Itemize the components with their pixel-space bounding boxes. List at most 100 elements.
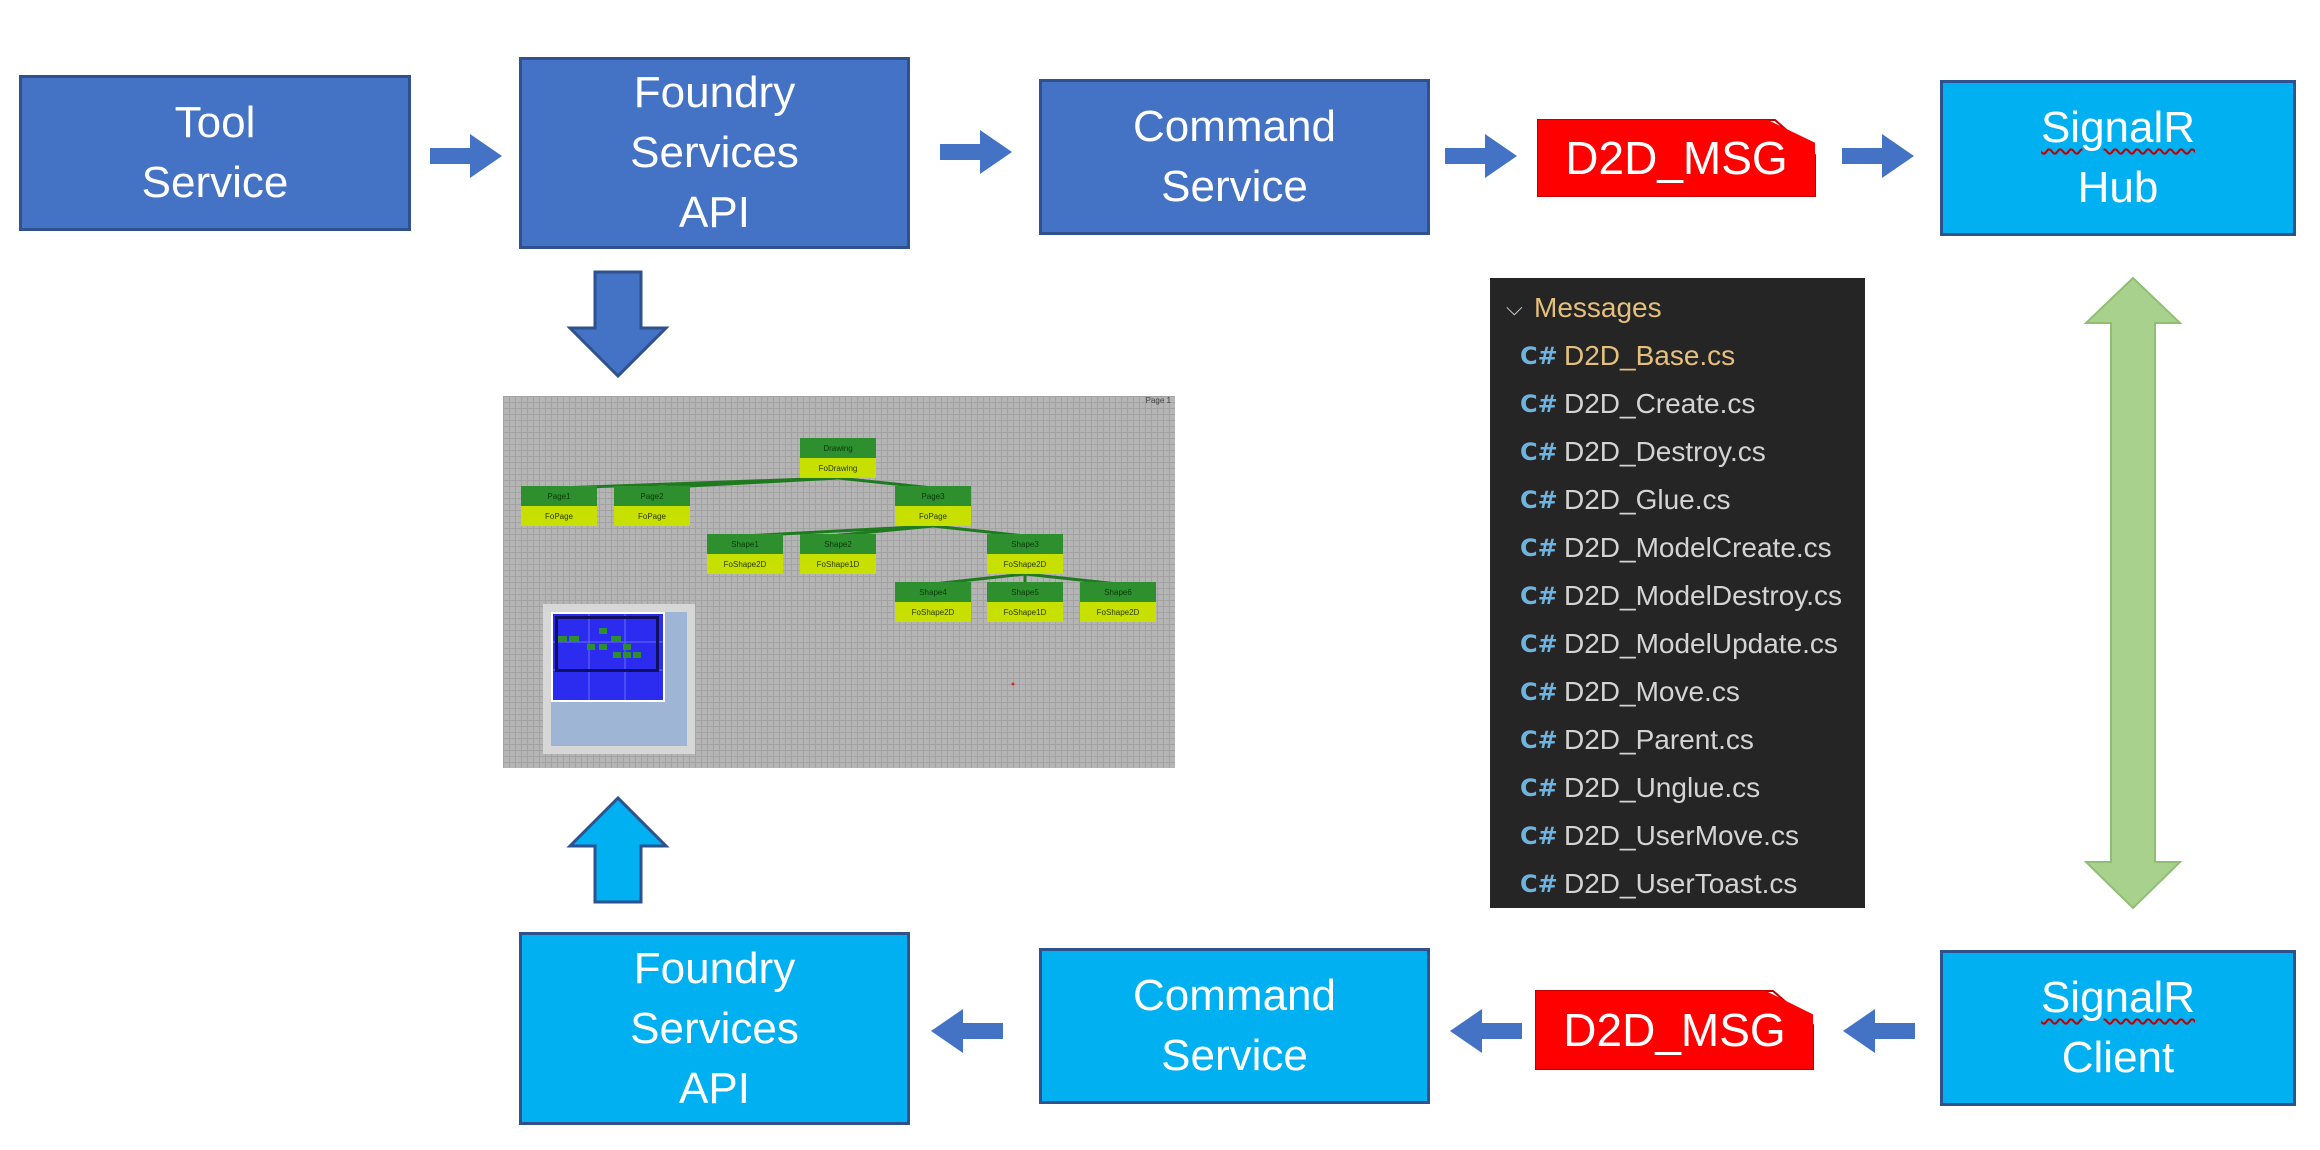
file-item[interactable]: C#D2D_Destroy.cs	[1490, 428, 1865, 476]
d2d-msg-top-label: D2D_MSG	[1565, 132, 1788, 184]
node-shape2-type: FoShape1D	[800, 554, 876, 574]
file-name: D2D_ModelDestroy.cs	[1564, 580, 1843, 611]
command-service-bottom-line2: Service	[1161, 1031, 1308, 1080]
node-page3-title: Page3	[895, 486, 971, 506]
file-item[interactable]: C#D2D_Create.cs	[1490, 380, 1865, 428]
file-name: D2D_Base.cs	[1564, 340, 1736, 371]
node-shape5-type: FoShape1D	[987, 602, 1063, 622]
foundry-api-line2: Services	[630, 128, 799, 177]
file-name: D2D_Destroy.cs	[1564, 436, 1766, 467]
node-shape3-title: Shape3	[987, 534, 1063, 554]
foundry-api-line1: Foundry	[633, 68, 796, 117]
command-service-line2: Service	[1161, 162, 1308, 211]
command-service-line1: Command	[1133, 102, 1336, 151]
foundry-api-box-top: Foundry Services API	[519, 57, 910, 249]
node-shape3: Shape3 FoShape2D	[987, 534, 1063, 574]
file-item[interactable]: C#D2D_Base.cs	[1490, 332, 1865, 380]
node-page1-type: FoPage	[521, 506, 597, 526]
node-drawing: Drawing FoDrawing	[800, 438, 876, 478]
file-item[interactable]: C#D2D_ModelUpdate.cs	[1490, 620, 1865, 668]
node-page1-title: Page1	[521, 486, 597, 506]
file-item[interactable]: C#D2D_ModelCreate.cs	[1490, 524, 1865, 572]
command-service-bottom-line1: Command	[1133, 971, 1336, 1020]
tool-service-box: Tool Service	[19, 75, 411, 231]
csharp-file-icon: C#	[1520, 582, 1558, 610]
node-shape6-title: Shape6	[1080, 582, 1156, 602]
file-item[interactable]: C#D2D_Move.cs	[1490, 668, 1865, 716]
csharp-file-icon: C#	[1520, 822, 1558, 850]
node-page3: Page3 FoPage	[895, 486, 971, 526]
minimap-canvas	[551, 612, 687, 746]
foundry-api-box-bottom: Foundry Services API	[519, 932, 910, 1125]
csharp-file-icon: C#	[1520, 678, 1558, 706]
csharp-file-icon: C#	[1520, 726, 1558, 754]
page-corner-label: Page 1	[1145, 396, 1171, 405]
d2d-msg-bottom-label: D2D_MSG	[1563, 1004, 1786, 1056]
d2d-msg-top: D2D_MSG	[1538, 120, 1815, 196]
csharp-file-icon: C#	[1520, 870, 1558, 898]
csharp-file-icon: C#	[1520, 390, 1558, 418]
file-item[interactable]: C#D2D_Unglue.cs	[1490, 764, 1865, 812]
file-item[interactable]: C#D2D_UserToast.cs	[1490, 860, 1865, 908]
node-shape5: Shape5 FoShape1D	[987, 582, 1063, 622]
arrow-tool-to-foundry	[430, 134, 502, 178]
signalr-client-box: SignalR Client	[1940, 950, 2296, 1106]
node-page2: Page2 FoPage	[614, 486, 690, 526]
foundry-api-bottom-line3: API	[679, 1063, 750, 1113]
node-shape6-type: FoShape2D	[1080, 602, 1156, 622]
node-drawing-title: Drawing	[800, 438, 876, 458]
file-item[interactable]: C#D2D_UserMove.cs	[1490, 812, 1865, 860]
arrow-command-to-foundry	[931, 1009, 1003, 1053]
csharp-file-icon: C#	[1520, 534, 1558, 562]
signalr-client-line2: Client	[2061, 1033, 2175, 1082]
file-item[interactable]: C#D2D_Parent.cs	[1490, 716, 1865, 764]
arrow-command-to-msg	[1445, 134, 1517, 178]
file-name: D2D_Unglue.cs	[1564, 772, 1761, 803]
chevron-down-icon: ⌵	[1506, 295, 1523, 320]
arrow-msg-to-command	[1450, 1009, 1522, 1053]
minimap-page	[551, 612, 665, 702]
command-service-box-top: Command Service	[1039, 79, 1430, 235]
csharp-file-icon: C#	[1520, 630, 1558, 658]
csharp-file-icon: C#	[1520, 342, 1558, 370]
node-shape4: Shape4 FoShape2D	[895, 582, 971, 622]
drawing-screenshot: Page 1 Drawing FoDrawing Page1 FoPage Pa…	[503, 396, 1175, 768]
arrow-foundry-to-drawing-up	[566, 795, 670, 904]
arrow-msg-to-hub	[1842, 134, 1914, 178]
folder-label: Messages	[1534, 292, 1662, 323]
arrow-foundry-to-drawing	[566, 270, 670, 379]
file-name: D2D_ModelUpdate.cs	[1564, 628, 1838, 659]
minimap-viewport[interactable]	[555, 616, 659, 672]
arrow-client-to-msg	[1843, 1009, 1915, 1053]
node-shape6: Shape6 FoShape2D	[1080, 582, 1156, 622]
minimap[interactable]	[543, 604, 695, 754]
double-arrow-hub-client	[2083, 276, 2183, 910]
d2d-msg-bottom: D2D_MSG	[1536, 991, 1813, 1069]
file-name: D2D_Glue.cs	[1564, 484, 1731, 515]
csharp-file-icon: C#	[1520, 486, 1558, 514]
node-shape2: Shape2 FoShape1D	[800, 534, 876, 574]
foundry-api-bottom-line2: Services	[630, 1003, 799, 1053]
node-shape1-type: FoShape2D	[707, 554, 783, 574]
node-shape4-title: Shape4	[895, 582, 971, 602]
file-name: D2D_ModelCreate.cs	[1564, 532, 1832, 563]
arrow-foundry-to-command	[940, 130, 1012, 174]
node-page1: Page1 FoPage	[521, 486, 597, 526]
file-name: D2D_UserToast.cs	[1564, 868, 1798, 899]
node-shape3-type: FoShape2D	[987, 554, 1063, 574]
file-name: D2D_Move.cs	[1564, 676, 1740, 707]
file-item[interactable]: C#D2D_ModelDestroy.cs	[1490, 572, 1865, 620]
signalr-hub-line2: Hub	[2077, 163, 2159, 212]
node-drawing-type: FoDrawing	[800, 458, 876, 478]
file-item[interactable]: C#D2D_Glue.cs	[1490, 476, 1865, 524]
node-page3-type: FoPage	[895, 506, 971, 526]
node-shape1-title: Shape1	[707, 534, 783, 554]
folder-messages[interactable]: ⌵ Messages	[1490, 284, 1865, 332]
node-shape4-type: FoShape2D	[895, 602, 971, 622]
node-page2-title: Page2	[614, 486, 690, 506]
foundry-api-bottom-line1: Foundry	[633, 943, 796, 993]
node-shape5-title: Shape5	[987, 582, 1063, 602]
tool-service-line2: Service	[141, 158, 289, 207]
foundry-api-line3: API	[679, 188, 750, 237]
command-service-box-bottom: Command Service	[1039, 948, 1430, 1104]
